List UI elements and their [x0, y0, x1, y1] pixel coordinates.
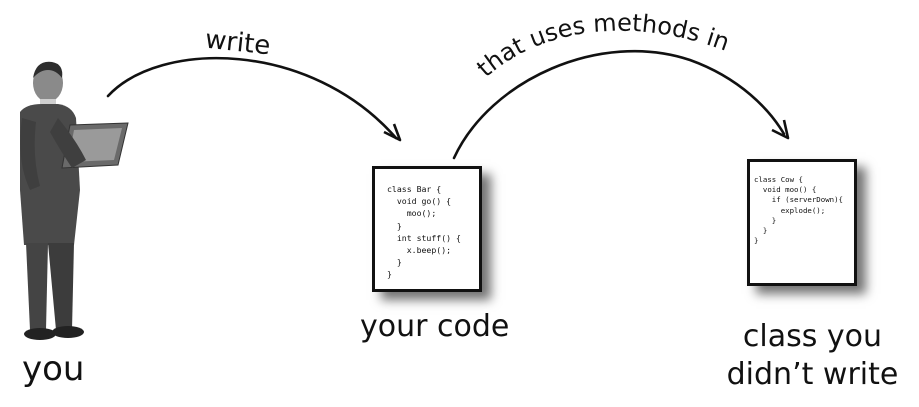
- write-arrow: [106, 56, 398, 140]
- code-line: explode();: [754, 205, 826, 215]
- write-arrow-label: write: [203, 24, 272, 62]
- your-code-card: class Bar { void go() { moo(); } int stu…: [372, 166, 482, 292]
- code-line: }: [387, 220, 402, 231]
- code-line: x.beep();: [387, 245, 452, 256]
- code-line: moo();: [387, 208, 437, 219]
- code-line: int stuff() {: [387, 232, 461, 243]
- uses-arrowhead: [771, 119, 790, 140]
- code-line: }: [754, 215, 777, 225]
- your-code-label: your code: [360, 309, 510, 344]
- class-you-line-1: class you: [742, 319, 883, 354]
- person-head: [33, 64, 63, 102]
- code-line: if (serverDown){: [754, 195, 843, 205]
- code-line: }: [754, 226, 768, 236]
- code-line: class Cow {: [754, 175, 803, 184]
- code-line: void moo() {: [754, 185, 817, 195]
- uses-arrow-label: that uses methods in: [471, 8, 733, 82]
- class-you-line-2: didn’t write: [726, 356, 899, 392]
- code-line: }: [754, 236, 759, 246]
- uses-arrow: [452, 49, 786, 160]
- code-line: }: [387, 269, 392, 280]
- code-line: class Bar {: [387, 184, 442, 194]
- class-you-didnt-write-label: class you didn’t write: [720, 318, 905, 393]
- code-line: }: [387, 257, 402, 268]
- you-label: you: [22, 349, 85, 389]
- code-line: void go() {: [387, 196, 452, 207]
- write-arrowhead: [383, 123, 402, 142]
- library-class-card: class Cow { void moo() { if (serverDown)…: [747, 159, 857, 286]
